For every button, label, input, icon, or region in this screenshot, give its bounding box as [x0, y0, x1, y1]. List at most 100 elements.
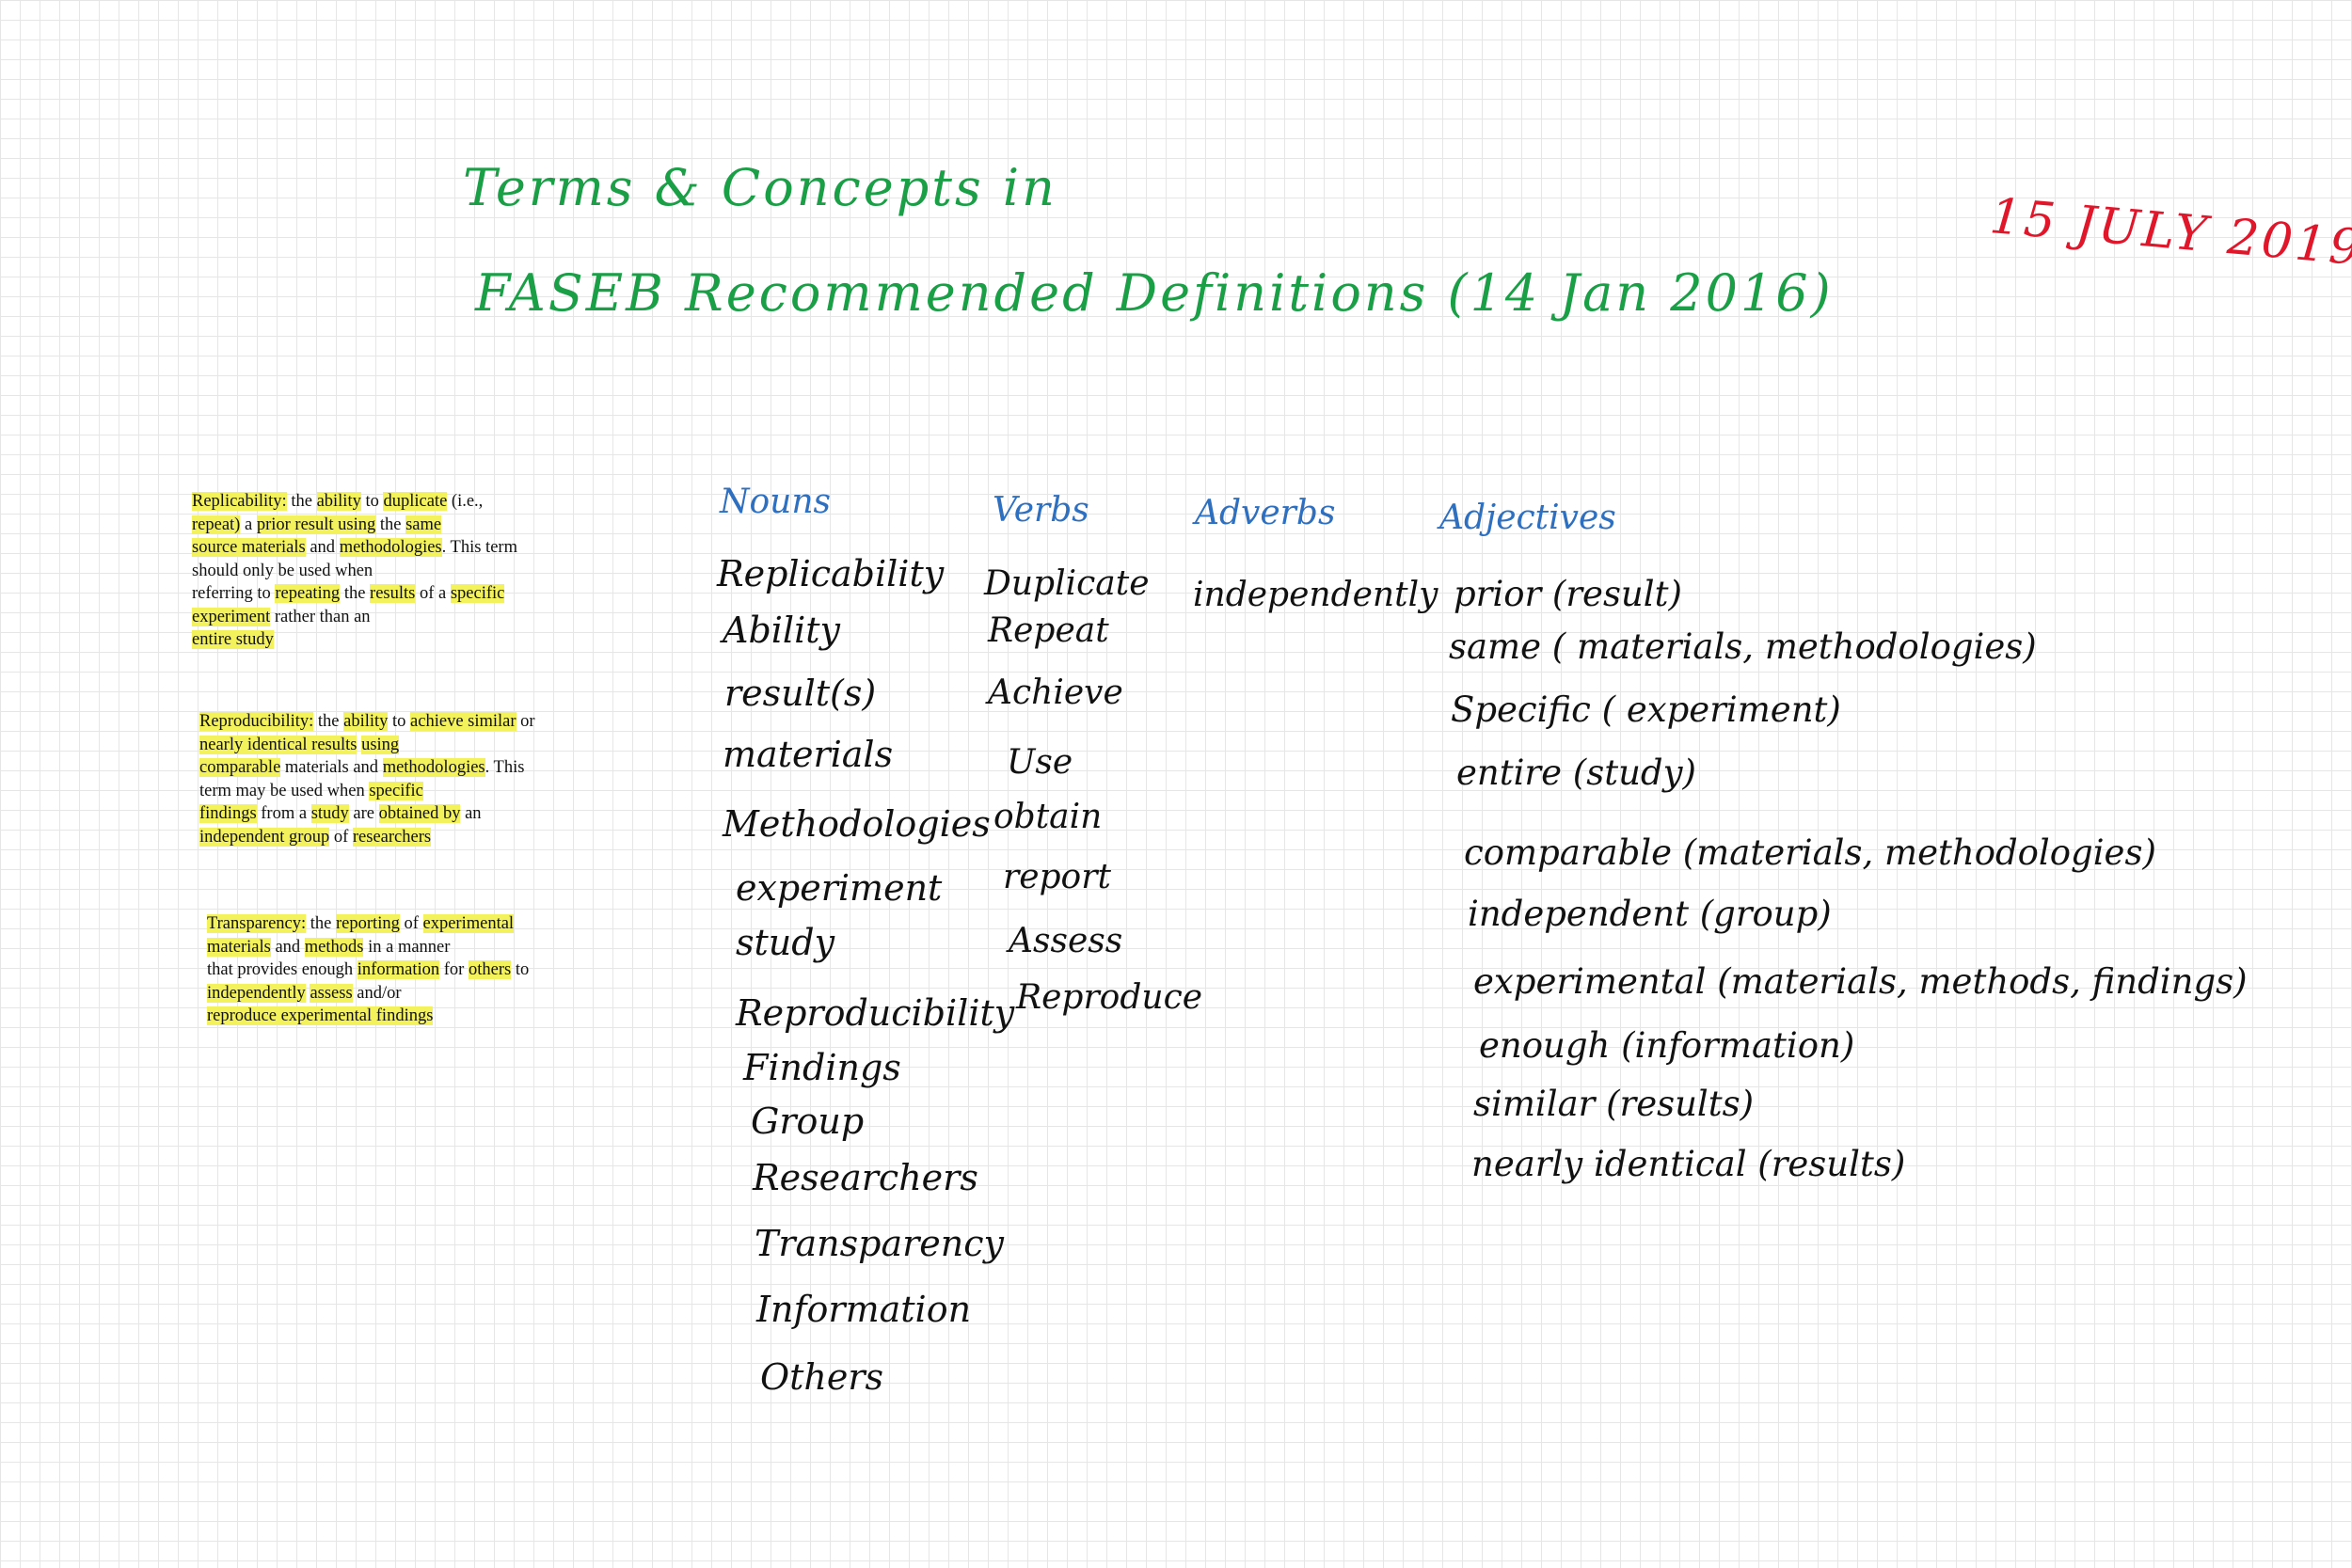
definition-text: of a — [415, 584, 451, 603]
highlighted-term: specific — [450, 584, 505, 603]
adjective-item: nearly identical (results) — [1471, 1144, 1906, 1184]
verb-item: Duplicate — [984, 564, 1150, 603]
date-note: 15 JULY 2019 — [1987, 188, 2352, 277]
noun-item: Group — [751, 1101, 865, 1142]
definition-text: that provides enough — [207, 960, 358, 979]
definition-text: in a manner — [363, 937, 451, 957]
definition-line: findings from a study are obtained by an — [199, 802, 637, 826]
adverb-item: independently — [1193, 576, 1438, 614]
noun-item: Others — [760, 1356, 884, 1398]
highlighted-term: using — [361, 735, 400, 754]
highlighted-term: results — [370, 584, 416, 603]
definition-replicability: Replicability: the ability to duplicate … — [192, 490, 629, 652]
highlighted-term: experiment — [192, 607, 271, 626]
adjective-item: Specific ( experiment) — [1451, 689, 1841, 730]
highlighted-term: duplicate — [383, 492, 448, 511]
highlighted-term: information — [357, 960, 440, 979]
verb-item: Achieve — [988, 673, 1123, 712]
adjective-item: prior (result) — [1454, 574, 1682, 614]
highlighted-term: independent group — [199, 827, 330, 847]
definition-text: the — [306, 914, 337, 933]
noun-item: materials — [723, 734, 894, 775]
noun-item: Findings — [743, 1047, 901, 1088]
highlighted-term: specific — [369, 781, 423, 800]
verb-item: Assess — [1009, 922, 1123, 960]
verb-item: report — [1003, 858, 1111, 896]
definition-line: nearly identical results using — [199, 734, 637, 757]
definition-line: entire study — [192, 628, 629, 652]
adjective-item: comparable (materials, methodologies) — [1464, 832, 2156, 873]
noun-item: experiment — [736, 867, 943, 909]
definition-text: the — [286, 492, 317, 511]
definition-text: a — [240, 515, 257, 534]
definition-line: Replicability: the ability to duplicate … — [192, 490, 629, 514]
highlighted-term: ability — [316, 492, 361, 511]
highlighted-term: achieve similar — [410, 712, 516, 731]
noun-item: Methodologies — [723, 803, 991, 845]
definition-text: the — [340, 584, 371, 603]
definition-text: and — [305, 538, 340, 557]
definition-line: repeat) a prior result using the same — [192, 514, 629, 537]
definition-text: to — [360, 492, 384, 511]
highlighted-term: nearly identical results — [199, 735, 358, 754]
verb-item: Use — [1007, 743, 1073, 782]
definition-line: should only be used when — [192, 560, 629, 583]
noun-item: Researchers — [753, 1157, 978, 1198]
highlighted-term: materials — [207, 937, 271, 957]
definition-text: referring to — [192, 584, 276, 603]
highlighted-term: methodologies — [339, 538, 442, 557]
adjective-item: independent (group) — [1468, 894, 1832, 934]
highlighted-term: reproduce experimental findings — [207, 1006, 434, 1025]
definition-text: of — [399, 914, 423, 933]
definition-text: and — [270, 937, 305, 957]
definition-text: materials and — [280, 758, 383, 777]
highlighted-term: independently — [207, 983, 306, 1003]
highlighted-term: repeating — [275, 584, 341, 603]
highlighted-term: others — [468, 960, 512, 979]
column-header-nouns: Nouns — [720, 483, 832, 521]
highlighted-term: Transparency: — [207, 914, 307, 933]
verb-item: Reproduce — [1016, 978, 1203, 1017]
highlighted-term: Reproducibility: — [199, 712, 314, 731]
highlighted-term: methodologies — [382, 758, 485, 777]
highlighted-term: assess — [310, 983, 353, 1003]
highlighted-term: same — [405, 515, 442, 534]
highlighted-term: methods — [304, 937, 364, 957]
highlighted-term: study — [310, 804, 349, 823]
noun-item: study — [736, 922, 835, 963]
highlighted-term: repeat) — [192, 515, 241, 534]
definition-text: term may be used when — [199, 781, 370, 800]
highlighted-term: obtained by — [378, 804, 461, 823]
noun-item: Replicability — [717, 553, 945, 594]
definition-line: materials and methods in a manner — [207, 936, 644, 959]
highlighted-term: entire study — [192, 630, 274, 649]
definition-text: from a — [256, 804, 311, 823]
column-header-adverbs: Adverbs — [1195, 494, 1336, 532]
adjective-item: similar (results) — [1473, 1084, 1755, 1124]
highlighted-term: prior result using — [256, 515, 376, 534]
adjective-item: experimental (materials, methods, findin… — [1473, 961, 2248, 1002]
definition-text: (i.e., — [447, 492, 484, 511]
definition-reproducibility: Reproducibility: the ability to achieve … — [199, 710, 637, 848]
definition-text: or — [516, 712, 535, 731]
adjective-item: same ( materials, methodologies) — [1449, 626, 2037, 667]
noun-item: Reproducibility — [736, 992, 1015, 1034]
definition-line: referring to repeating the results of a … — [192, 582, 629, 606]
definition-text: for — [439, 960, 469, 979]
column-header-verbs: Verbs — [993, 491, 1089, 530]
noun-item: result(s) — [724, 673, 877, 714]
highlighted-term: reporting — [336, 914, 400, 933]
highlighted-term: findings — [199, 804, 257, 823]
definition-line: comparable materials and methodologies. … — [199, 756, 637, 780]
definition-line: that provides enough information for oth… — [207, 958, 644, 982]
highlighted-term: Replicability: — [192, 492, 287, 511]
definition-text: rather than an — [270, 607, 371, 626]
definition-text: should only be used when — [192, 561, 373, 580]
definition-text: . This — [485, 758, 525, 777]
definition-text: the — [313, 712, 344, 731]
definition-text: to — [388, 712, 411, 731]
adjective-item: entire (study) — [1456, 752, 1696, 793]
definition-text: an — [460, 804, 482, 823]
noun-item: Information — [756, 1289, 972, 1330]
adjective-item: enough (information) — [1479, 1025, 1855, 1066]
